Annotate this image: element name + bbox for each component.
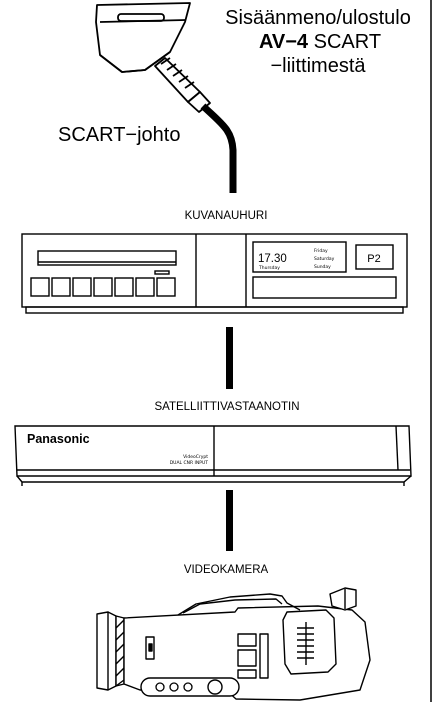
vcr-display-time: 17.30 bbox=[258, 253, 287, 265]
satellite-model-line2: DUAL CNR INPUT bbox=[170, 460, 209, 466]
camcorder-round-buttons bbox=[156, 683, 192, 691]
vcr-icon bbox=[22, 234, 407, 313]
vcr-button bbox=[136, 278, 154, 296]
scart-word: SCART bbox=[308, 31, 381, 53]
vcr-button bbox=[157, 278, 175, 296]
vcr-display-day-small: Thursday bbox=[258, 265, 280, 271]
vcr-button bbox=[52, 278, 70, 296]
vcr-program-badge: P2 bbox=[367, 253, 380, 265]
scart-cable bbox=[203, 106, 233, 193]
cable-satellite-to-camera bbox=[226, 490, 233, 551]
camcorder-icon bbox=[97, 588, 370, 700]
camcorder-button bbox=[170, 683, 178, 691]
vcr-button bbox=[31, 278, 49, 296]
connector-caption-line2: AV−4 SCART bbox=[259, 31, 381, 53]
vcr-display-day-1: Friday bbox=[314, 248, 328, 254]
connector-caption-line1: Sisäänmeno/ulostulo bbox=[225, 7, 411, 29]
cable-label: SCART−johto bbox=[58, 124, 180, 146]
vcr-button bbox=[73, 278, 91, 296]
vcr-display-day-2: Saturday bbox=[314, 256, 335, 262]
satellite-label: SATELLIITTIVASTAANOTIN bbox=[154, 401, 299, 413]
scart-plug-icon bbox=[96, 3, 210, 112]
camcorder-label: VIDEOKAMERA bbox=[184, 564, 269, 576]
camcorder-button bbox=[156, 683, 164, 691]
vcr-button bbox=[94, 278, 112, 296]
camcorder-button bbox=[184, 683, 192, 691]
vcr-buttons bbox=[31, 278, 175, 296]
cable-vcr-to-satellite bbox=[226, 327, 233, 389]
vcr-button bbox=[115, 278, 133, 296]
vcr-display-day-3: Sunday bbox=[314, 264, 331, 270]
satellite-model-line1: VideoCrypt bbox=[183, 454, 208, 460]
av4-label: AV−4 bbox=[259, 31, 309, 53]
vcr-label: KUVANAUHURI bbox=[185, 210, 268, 222]
satellite-brand-logo: Panasonic bbox=[27, 432, 90, 446]
connector-caption-line3: −liittimestä bbox=[270, 55, 366, 77]
